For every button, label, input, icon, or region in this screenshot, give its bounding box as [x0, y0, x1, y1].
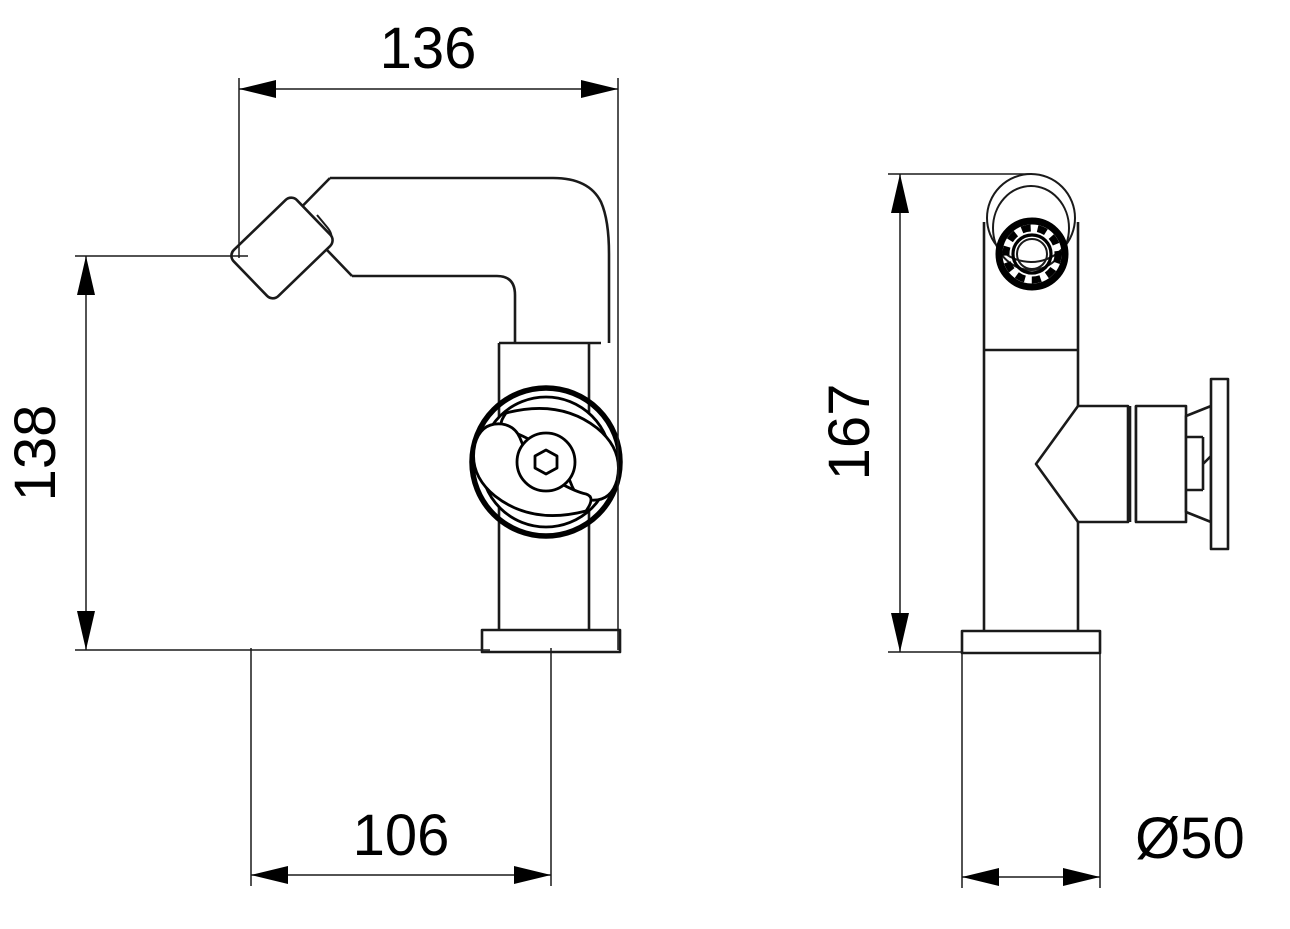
- side-aerator-bore-inner: [1016, 238, 1048, 270]
- front-aerator-tip-group: [230, 196, 334, 300]
- dim-167-arrow-top: [891, 174, 909, 213]
- side-handwheel-disc: [1209, 377, 1230, 551]
- front-handwheel-hex-screw: [533, 448, 559, 476]
- dim-138-label: 138: [3, 405, 68, 502]
- dimension-138: 138: [3, 255, 490, 651]
- dim-138-arrow-top: [77, 256, 95, 295]
- dim-d50-arrow-right: [1063, 868, 1100, 886]
- dimension-167: 167: [817, 173, 1032, 653]
- dim-d50-label: Ø50: [1135, 806, 1245, 871]
- dim-136-label: 136: [380, 16, 477, 81]
- side-view-group: [960, 173, 1230, 655]
- side-aerator-group: [986, 173, 1076, 291]
- dim-106-arrow-right: [514, 866, 551, 884]
- dim-167-label: 167: [817, 384, 882, 481]
- side-aerator-knurl-ring: [1002, 224, 1062, 284]
- front-aerator-tip: [230, 196, 334, 300]
- side-handle-bracket: [1184, 404, 1213, 524]
- side-aerator-face-ring: [995, 217, 1069, 291]
- dim-138-arrow-bottom: [77, 611, 95, 650]
- side-handle-bracket-notches: [1186, 435, 1212, 492]
- side-aerator-body: [992, 185, 1070, 271]
- dimension-106: 106: [250, 648, 552, 886]
- front-spout-neck-lower: [326, 249, 353, 277]
- dim-106-arrow-left: [251, 866, 288, 884]
- side-handle-cylinder: [1134, 404, 1188, 524]
- dim-d50-arrow-left: [962, 868, 999, 886]
- front-spout-outline: [330, 176, 611, 343]
- dimension-diameter-50: Ø50: [961, 653, 1245, 888]
- side-handle-chevron: [1034, 404, 1130, 524]
- side-base-flange: [960, 629, 1102, 655]
- front-handwheel-outer-rim: [469, 385, 623, 539]
- dim-136-arrow-left: [239, 80, 276, 98]
- dim-136-arrow-right: [581, 80, 618, 98]
- dimension-136: 136: [238, 16, 619, 650]
- dim-167-arrow-bottom: [891, 613, 909, 652]
- dim-106-label: 106: [353, 803, 450, 868]
- side-aerator-bore-outer: [1011, 233, 1053, 275]
- front-view-group: [230, 176, 623, 654]
